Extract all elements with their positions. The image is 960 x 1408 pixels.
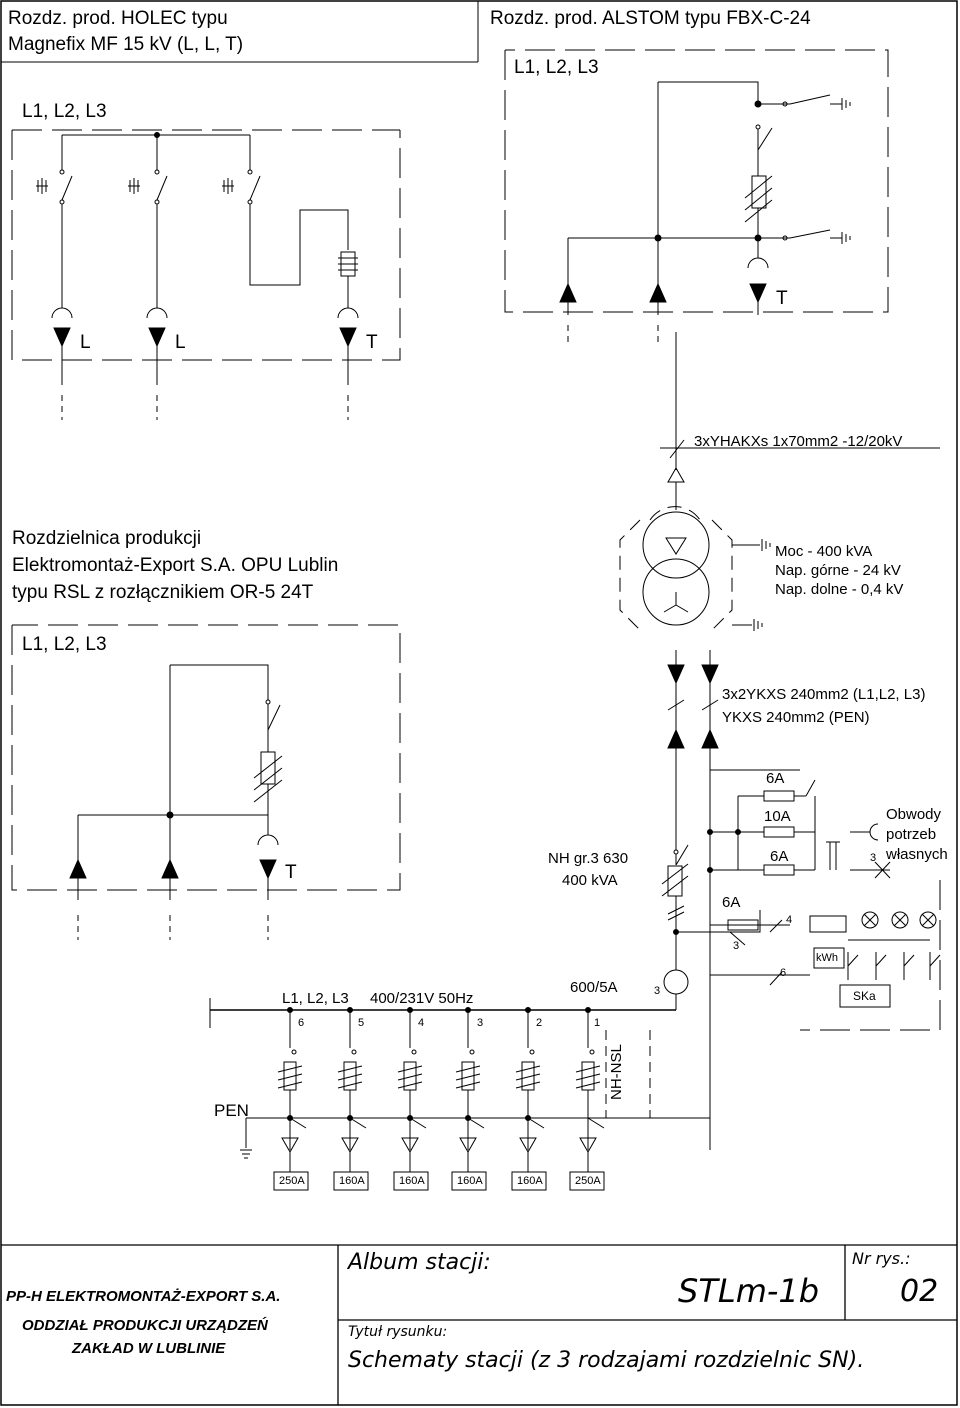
holec-phases: L1, L2, L3 bbox=[22, 101, 107, 122]
drawing-title-value: Schematy stacji (z 3 rodzajami rozdzieln… bbox=[348, 1348, 865, 1373]
holec-feeders bbox=[36, 132, 359, 420]
busbar-phases: L1, L2, L3 bbox=[282, 990, 349, 1007]
feeder-rating-2: 160A bbox=[517, 1175, 543, 1187]
transformer-hv: Nap. górne - 24 kV bbox=[775, 562, 901, 579]
fuse-rating-4: 6A bbox=[722, 894, 741, 911]
hv-cable-label: 3xYHAKXs 1x70mm2 -12/20kV bbox=[694, 433, 903, 450]
department-line1: ODDZIAŁ PRODUKCJI URZĄDZEŃ bbox=[22, 1317, 268, 1334]
company-name: PP-H ELEKTROMONTAŻ-EXPORT S.A. bbox=[6, 1288, 281, 1305]
holec-feeder-label-3: T bbox=[366, 332, 378, 353]
aux-num-3: 3 bbox=[870, 852, 877, 864]
main-fuse-label-1: NH gr.3 630 bbox=[548, 850, 629, 867]
alstom-feeders bbox=[559, 81, 851, 345]
ct-label: 600/5A bbox=[570, 979, 618, 996]
feeder-rating-6: 250A bbox=[279, 1175, 305, 1187]
holec-title-line2: Magnefix MF 15 kV (L, L, T) bbox=[8, 34, 244, 55]
album-value: STLm-1b bbox=[678, 1272, 820, 1310]
rsl-switchgear bbox=[11, 624, 401, 891]
aux-label-1: Obwody bbox=[886, 806, 942, 823]
title-block-frame bbox=[1, 1244, 957, 1405]
feeder-rating-5: 160A bbox=[339, 1175, 365, 1187]
feeder-number-5: 5 bbox=[358, 1017, 365, 1029]
holec-switchgear bbox=[11, 130, 401, 361]
feeder-rating-3: 160A bbox=[457, 1175, 483, 1187]
busbar-voltage: 400/231V 50Hz bbox=[370, 990, 474, 1007]
alstom-title: Rozdz. prod. ALSTOM typu FBX-C-24 bbox=[490, 8, 811, 29]
kwh-meter-label: kWh bbox=[816, 952, 838, 964]
wire-num-4: 4 bbox=[786, 914, 793, 926]
hv-cable bbox=[660, 332, 940, 510]
fuse-rating-3: 6A bbox=[770, 848, 789, 865]
transformer-power: Moc - 400 kVA bbox=[775, 543, 873, 560]
rsl-feeder-label: T bbox=[285, 862, 297, 883]
drawing-number-value: 02 bbox=[900, 1274, 939, 1309]
nh-nsl-label: NH-NSL bbox=[608, 1044, 625, 1100]
feeder-number-2: 2 bbox=[536, 1017, 543, 1029]
feeder-number-6: 6 bbox=[298, 1017, 305, 1029]
fuse-rating-2: 10A bbox=[764, 808, 791, 825]
rsl-title-line2: Elektromontaż-Export S.A. OPU Lublin bbox=[12, 555, 339, 576]
fuse-rating-1: 6A bbox=[766, 770, 785, 787]
department-line2: ZAKŁAD W LUBLINIE bbox=[72, 1340, 226, 1357]
feeder-number-4: 4 bbox=[418, 1017, 425, 1029]
album-label: Album stacji: bbox=[348, 1250, 491, 1275]
holec-feeder-label-1: L bbox=[80, 332, 91, 353]
rsl-feeders bbox=[69, 664, 283, 940]
feeder-number-1: 1 bbox=[594, 1017, 601, 1029]
transformer-lv: Nap. dolne - 0,4 kV bbox=[775, 581, 904, 598]
rsl-title-line3: typu RSL z rozłącznikiem OR-5 24T bbox=[12, 582, 314, 603]
ska-label: SKa bbox=[853, 989, 876, 1003]
rsl-phases: L1, L2, L3 bbox=[22, 634, 107, 655]
lv-cable-line1: 3x2YKXS 240mm2 (L1,L2, L3) bbox=[722, 686, 926, 703]
wire-num-6: 6 bbox=[780, 967, 787, 979]
holec-feeder-label-2: L bbox=[175, 332, 186, 353]
lv-cable-line2: YKXS 240mm2 (PEN) bbox=[722, 709, 870, 726]
aux-label-3: własnych bbox=[886, 846, 948, 863]
ct-num-3: 3 bbox=[654, 985, 661, 997]
aux-label-2: potrzeb bbox=[886, 826, 937, 843]
main-fuse-label-2: 400 kVA bbox=[562, 872, 618, 889]
drawing-number-label: Nr rys.: bbox=[852, 1249, 911, 1268]
drawing-title-label: Tytuł rysunku: bbox=[348, 1324, 448, 1340]
alstom-switchgear bbox=[504, 49, 889, 313]
alstom-phases: L1, L2, L3 bbox=[514, 57, 599, 78]
transformer-symbol bbox=[619, 506, 771, 1150]
lv-feeders bbox=[240, 1007, 710, 1191]
alstom-feeder-label: T bbox=[776, 288, 788, 309]
feeder-rating-4: 160A bbox=[399, 1175, 425, 1187]
lv-board-frame bbox=[209, 880, 941, 1031]
pen-label: PEN bbox=[214, 1101, 249, 1120]
feeder-number-3: 3 bbox=[477, 1017, 484, 1029]
feeder-rating-1: 250A bbox=[575, 1175, 601, 1187]
holec-title-line1: Rozdz. prod. HOLEC typu bbox=[8, 8, 228, 29]
rsl-title-line1: Rozdzielnica produkcji bbox=[12, 528, 202, 549]
wire-num-3: 3 bbox=[733, 940, 740, 952]
aux-circuits bbox=[676, 769, 941, 1008]
